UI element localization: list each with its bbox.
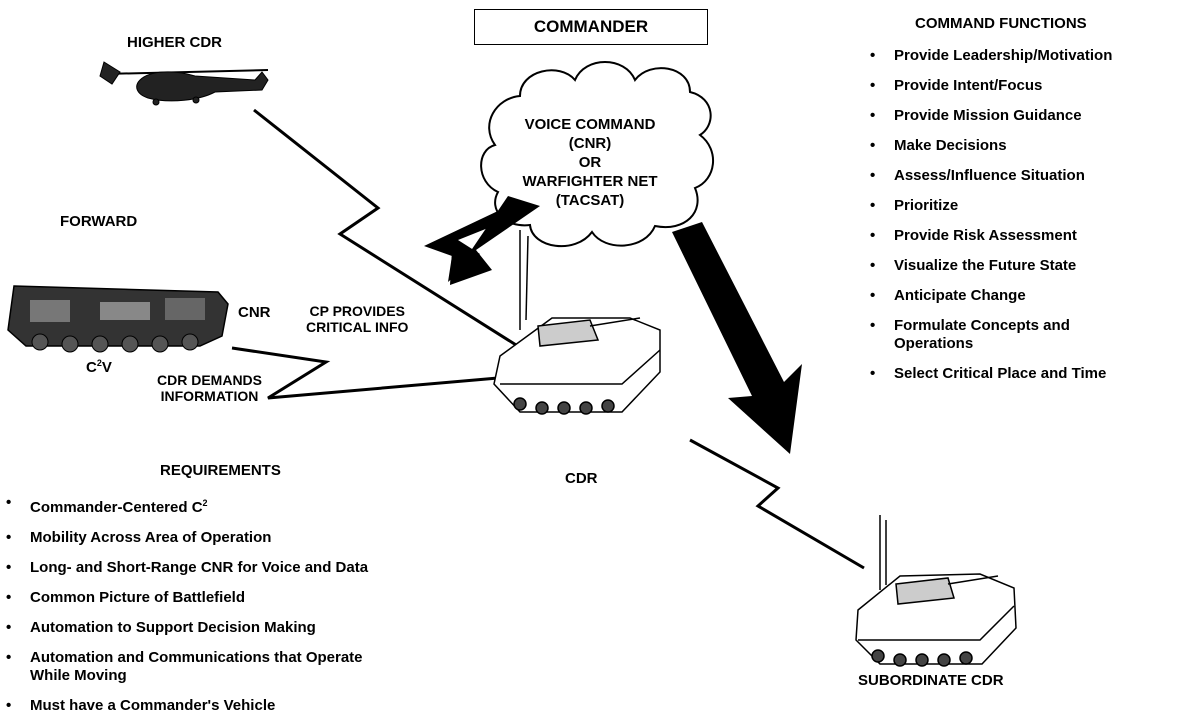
voice-command-cloud (480, 61, 715, 248)
list-item: Common Picture of Battlefield (6, 589, 546, 607)
c2v-vehicle-icon (7, 285, 229, 353)
diagram-artwork (7, 61, 1017, 667)
command-functions-list: Provide Leadership/Motivation Provide In… (870, 47, 1175, 395)
cloud-to-cdr-arrow (424, 210, 528, 282)
list-item: Long- and Short-Range CNR for Voice and … (6, 559, 546, 577)
list-item: Prioritize (870, 197, 1175, 215)
list-item: Commander-Centered C2 (6, 494, 546, 517)
requirements-list: Commander-Centered C2 Mobility Across Ar… (6, 494, 546, 727)
subordinate-cdr-label: SUBORDINATE CDR (858, 672, 1004, 689)
list-item: Provide Intent/Focus (870, 77, 1175, 95)
list-item: Anticipate Change (870, 287, 1175, 305)
list-item: Visualize the Future State (870, 257, 1175, 275)
requirements-heading: REQUIREMENTS (160, 462, 281, 479)
list-item: Provide Leadership/Motivation (870, 47, 1175, 65)
list-item: Assess/Influence Situation (870, 167, 1175, 185)
cloud-text: VOICE COMMAND (CNR) OR WARFIGHTER NET (T… (522, 116, 658, 209)
list-item: Provide Mission Guidance (870, 107, 1175, 125)
higher-cdr-label: HIGHER CDR (127, 34, 223, 51)
list-item: Formulate Concepts and Operations (870, 317, 1114, 353)
cdr-vehicle-icon (493, 230, 661, 415)
list-item: Make Decisions (870, 137, 1175, 155)
list-item: Automation and Communications that Opera… (6, 649, 390, 685)
helicopter-icon (99, 61, 269, 106)
commander-title-box: COMMANDER (474, 9, 708, 45)
link-cdr-to-subordinate (689, 438, 865, 570)
cnr-label: CNR (238, 304, 271, 321)
cloud-to-subordinate-arrow (672, 222, 802, 454)
cdr-label: CDR (565, 470, 598, 487)
command-functions-heading: COMMAND FUNCTIONS (915, 15, 1087, 32)
list-item: Provide Risk Assessment (870, 227, 1175, 245)
c2v-label: C2V (86, 358, 112, 376)
link-c2v-to-cdr (231, 346, 499, 400)
forward-label: FORWARD (60, 213, 138, 230)
link-higher-to-cdr (253, 108, 525, 352)
list-item: Mobility Across Area of Operation (6, 529, 546, 547)
list-item: Automation to Support Decision Making (6, 619, 546, 637)
commander-title: COMMANDER (533, 17, 649, 36)
list-item: Select Critical Place and Time (870, 365, 1175, 383)
cloud-to-cdr-arrow-shape (450, 196, 540, 285)
subordinate-vehicle-icon (855, 515, 1017, 667)
